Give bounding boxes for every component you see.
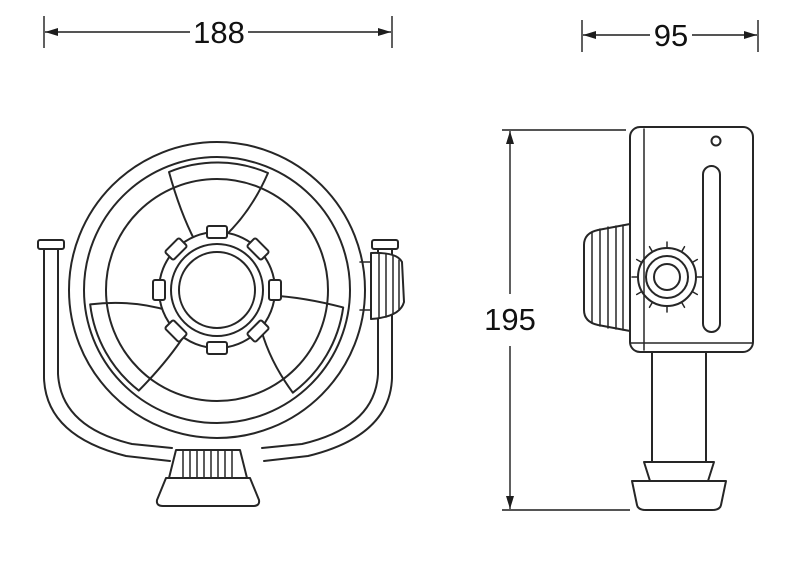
side-hub (631, 241, 703, 313)
dimension-side-width: 95 (581, 18, 759, 53)
side-body (629, 126, 754, 353)
screw-detail (710, 135, 722, 147)
dimension-label-front-width: 188 (193, 15, 245, 50)
side-view (583, 126, 754, 511)
fan-grill-rings (68, 141, 366, 439)
dimension-label-side-height: 195 (484, 302, 536, 337)
fan-hub (152, 225, 282, 355)
side-stand (631, 351, 727, 511)
side-knob (583, 223, 631, 332)
tilt-knob-front (359, 251, 405, 320)
side-slot (702, 165, 721, 333)
base-knob (168, 449, 248, 479)
dimension-label-side-width: 95 (654, 18, 688, 53)
base-pedestal (155, 477, 261, 507)
dimension-front-width: 188 (43, 15, 393, 50)
mounting-bracket (37, 239, 399, 462)
dimension-side-height: 195 (484, 129, 630, 511)
fan-blades (89, 161, 345, 394)
front-view (37, 141, 405, 507)
